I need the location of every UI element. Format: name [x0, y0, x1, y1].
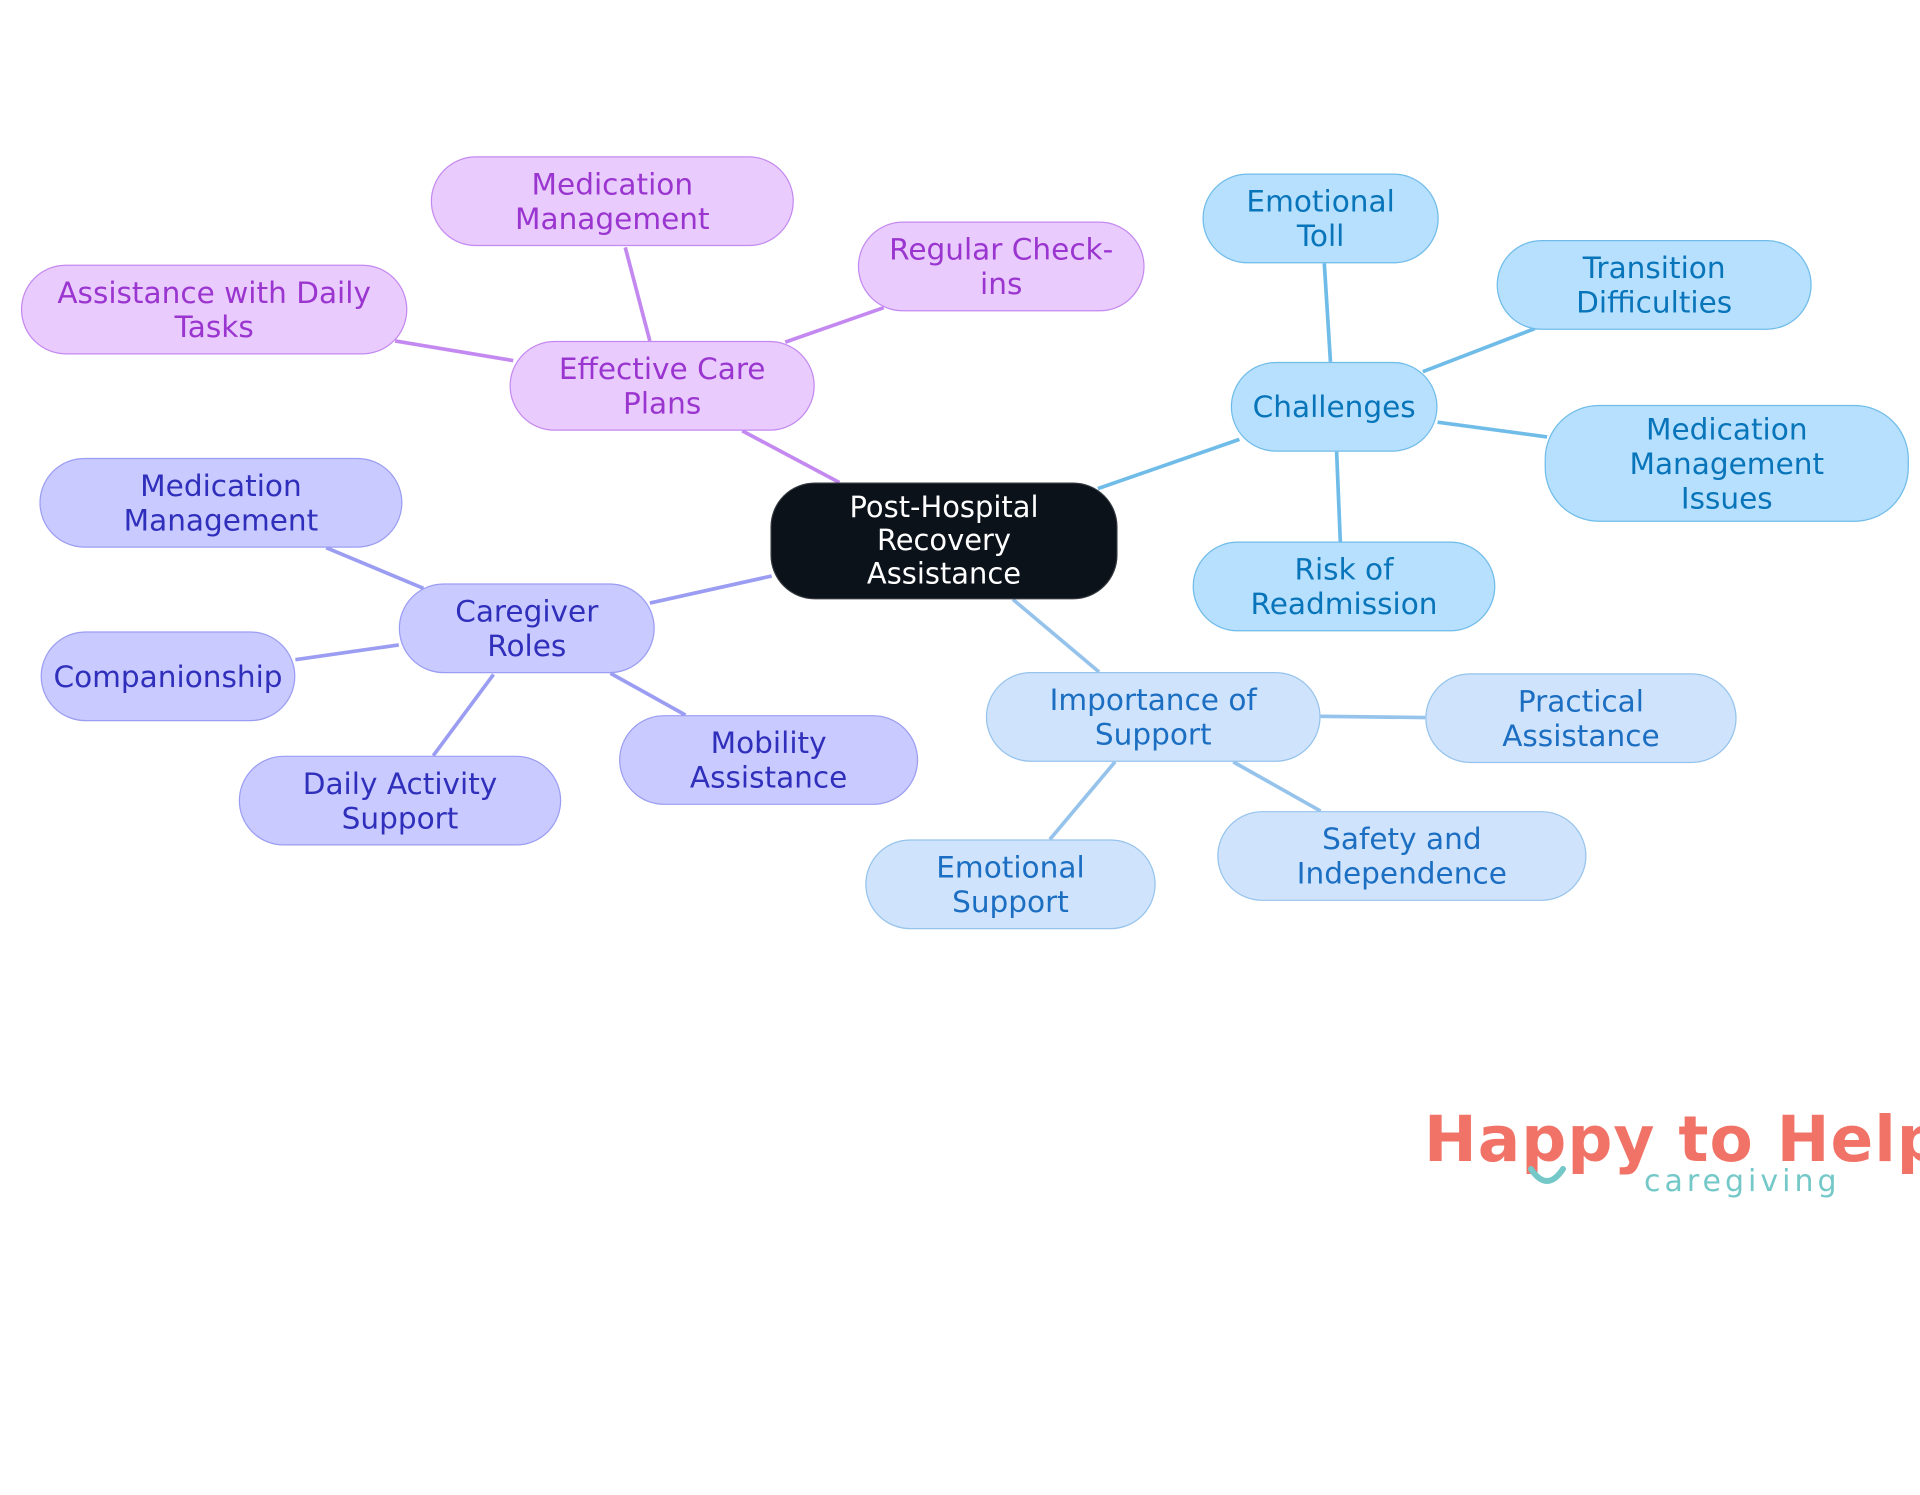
edge-caregiver-companionship — [295, 643, 400, 662]
caregiver-roles-node: Caregiver Roles — [398, 583, 655, 674]
edge-care-plans-medication — [623, 246, 652, 342]
edge-care-plans-checkins — [784, 305, 885, 344]
edge-care-plans-daily-tasks — [394, 339, 514, 363]
edge-caregiver-medication — [325, 545, 425, 591]
caregiver-medication-node: Medication Management — [39, 457, 403, 548]
edge-root-caregiver — [649, 574, 773, 605]
root-label-line-1: Post-Hospital Recovery — [849, 489, 1039, 558]
challenges-transition-node: Transition Difficulties — [1496, 240, 1812, 330]
caregiver-companionship-node: Companionship — [40, 631, 296, 722]
challenges-readmission-node: Risk of Readmission — [1192, 541, 1496, 632]
edge-root-challenges — [1097, 437, 1240, 491]
edge-challenges-readmission — [1334, 451, 1343, 542]
caregiver-daily-activity-node: Daily Activity Support — [238, 755, 562, 846]
edge-support-practical — [1320, 714, 1426, 720]
edge-root-support — [1011, 597, 1101, 674]
support-node: Importance of Support — [985, 672, 1321, 762]
edge-root-care-plans — [741, 429, 841, 485]
edge-challenges-emotional-toll — [1322, 263, 1333, 362]
logo-subtitle: caregiving — [1644, 1164, 1841, 1199]
edge-caregiver-daily-activity — [431, 673, 496, 757]
care-plans-checkins-node: Regular Check-ins — [857, 221, 1145, 312]
challenges-medication-issues-node: Medication Management Issues — [1544, 404, 1909, 522]
caregiver-mobility-node: Mobility Assistance — [619, 715, 919, 805]
smile-icon — [1528, 1166, 1566, 1184]
root-node: Post-Hospital Recovery Assistance — [770, 482, 1118, 600]
root-label-line-2: Assistance — [866, 556, 1022, 591]
brand-logo: Happy to Help caregiving — [1424, 1105, 1920, 1205]
care-plans-medication-node: Medication Management — [430, 156, 794, 247]
care-plans-node: Effective Care Plans — [509, 340, 815, 431]
support-practical-node: Practical Assistance — [1425, 673, 1737, 764]
edge-support-emotional — [1048, 760, 1117, 841]
connector-lines — [295, 246, 1548, 841]
edge-challenges-medication-issues — [1437, 420, 1548, 439]
care-plans-daily-tasks-node: Assistance with Daily Tasks — [20, 264, 408, 355]
edge-support-safety — [1232, 760, 1322, 813]
support-safety-node: Safety and Independence — [1217, 811, 1587, 901]
challenges-emotional-toll-node: Emotional Toll — [1202, 173, 1439, 264]
logo-title: Happy to Help — [1424, 1103, 1920, 1176]
edge-challenges-transition — [1422, 326, 1536, 374]
edge-caregiver-mobility — [609, 671, 687, 717]
support-emotional-node: Emotional Support — [865, 839, 1156, 930]
challenges-node: Challenges — [1230, 361, 1438, 452]
